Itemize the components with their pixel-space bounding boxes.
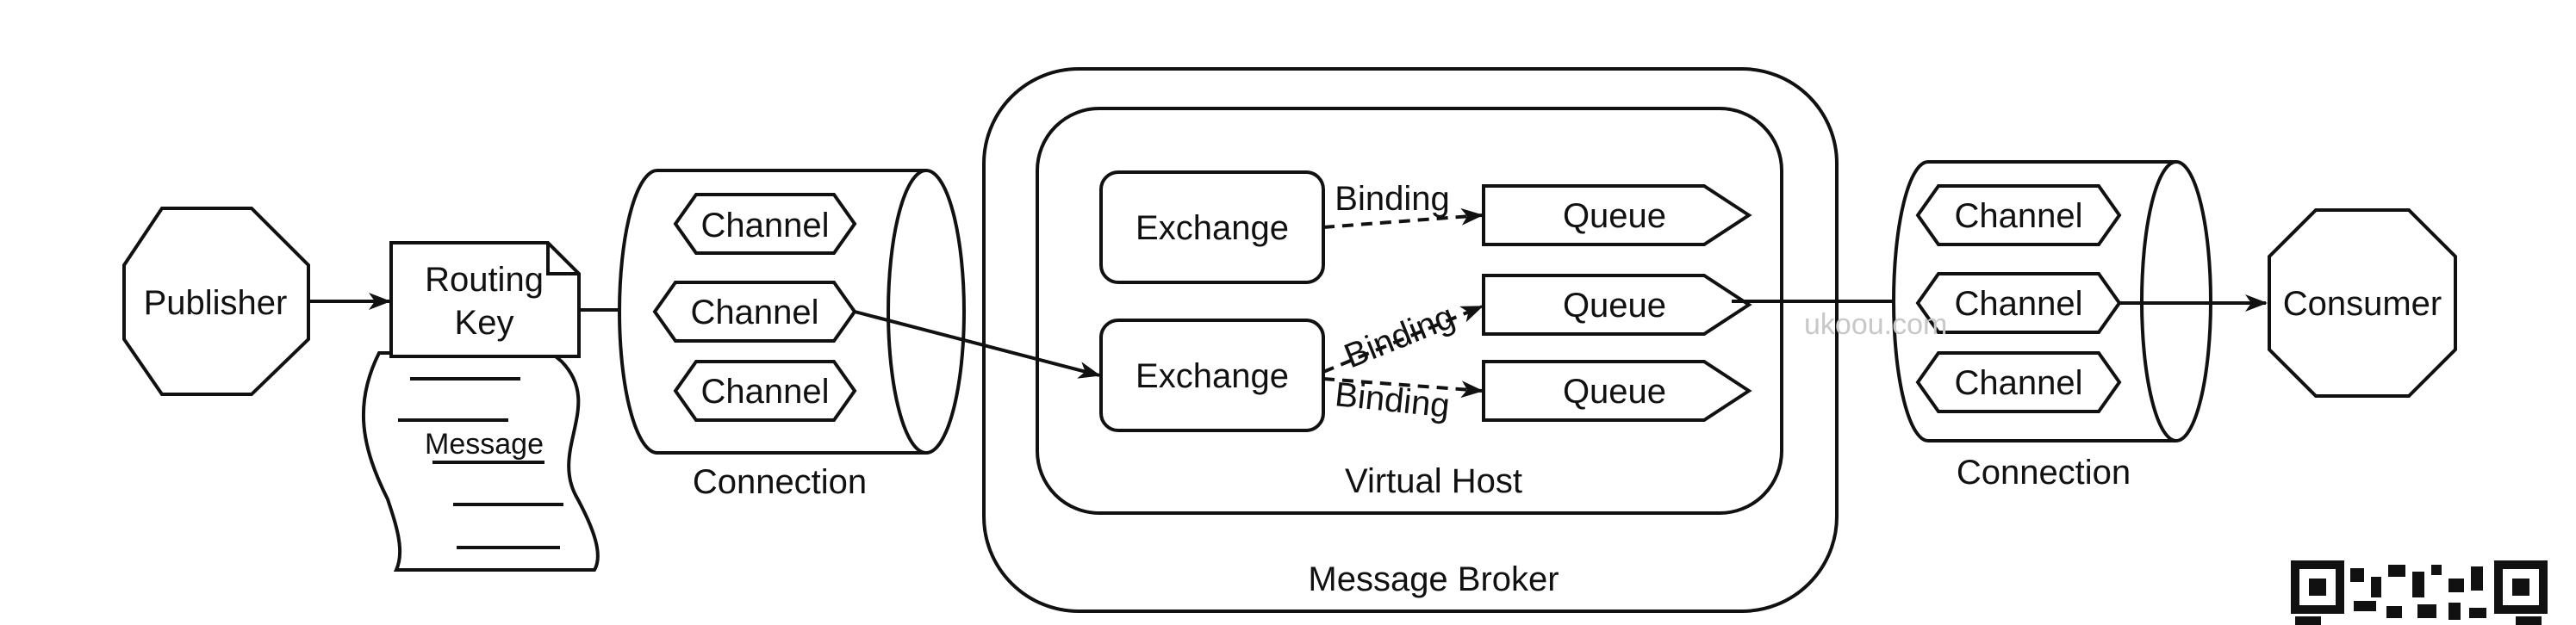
binding-edge-top xyxy=(1322,207,1484,229)
channel-right-2: Channel xyxy=(1915,272,2122,334)
consumer-node: Consumer xyxy=(2268,208,2457,398)
watermark-text: ukoou.com xyxy=(1804,308,1947,341)
queue-2: Queue xyxy=(1482,274,1752,336)
channel-right-3: Channel xyxy=(1915,351,2122,413)
routing-key-label-line2: Key xyxy=(455,304,514,342)
exchange-bottom: Exchange xyxy=(1099,319,1325,432)
exchange-label: Exchange xyxy=(1136,209,1289,247)
queue-label: Queue xyxy=(1563,197,1666,235)
exchange-top: Exchange xyxy=(1099,170,1325,284)
message-label: Message xyxy=(425,428,544,461)
queue-3: Queue xyxy=(1482,360,1752,422)
channel-label: Channel xyxy=(1954,364,2082,402)
edge-channel-to-exchange xyxy=(854,310,1101,379)
channel-left-3: Channel xyxy=(673,360,857,422)
channel-left-2: Channel xyxy=(652,281,857,343)
channel-label: Channel xyxy=(690,294,818,331)
message-node: Message xyxy=(361,351,600,572)
virtual-host-label: Virtual Host xyxy=(1345,462,1522,500)
routing-key-label-line1: Routing xyxy=(425,261,544,299)
queue-label: Queue xyxy=(1563,287,1666,325)
exchange-label: Exchange xyxy=(1136,357,1289,395)
connection-right-label: Connection xyxy=(1957,454,2131,492)
queue-label: Queue xyxy=(1563,373,1666,411)
channel-label: Channel xyxy=(700,207,829,244)
channel-label: Channel xyxy=(1954,285,2082,323)
publisher-node: Publisher xyxy=(122,207,310,396)
binding-label-top: Binding xyxy=(1335,180,1449,218)
qr-code-icon xyxy=(2291,560,2548,625)
connection-left-label: Connection xyxy=(693,463,867,501)
channel-left-1: Channel xyxy=(673,193,857,255)
queue-1: Queue xyxy=(1482,184,1752,246)
channel-right-1: Channel xyxy=(1915,184,2122,246)
publisher-label: Publisher xyxy=(144,284,288,322)
binding-edge-bottom xyxy=(1322,377,1484,399)
consumer-label: Consumer xyxy=(2283,285,2442,323)
channel-label: Channel xyxy=(1954,197,2082,235)
routing-key-node: Routing Key xyxy=(389,241,581,358)
channel-label: Channel xyxy=(700,373,829,411)
message-broker-label: Message Broker xyxy=(1308,560,1559,598)
binding-edge-middle xyxy=(1322,305,1484,374)
